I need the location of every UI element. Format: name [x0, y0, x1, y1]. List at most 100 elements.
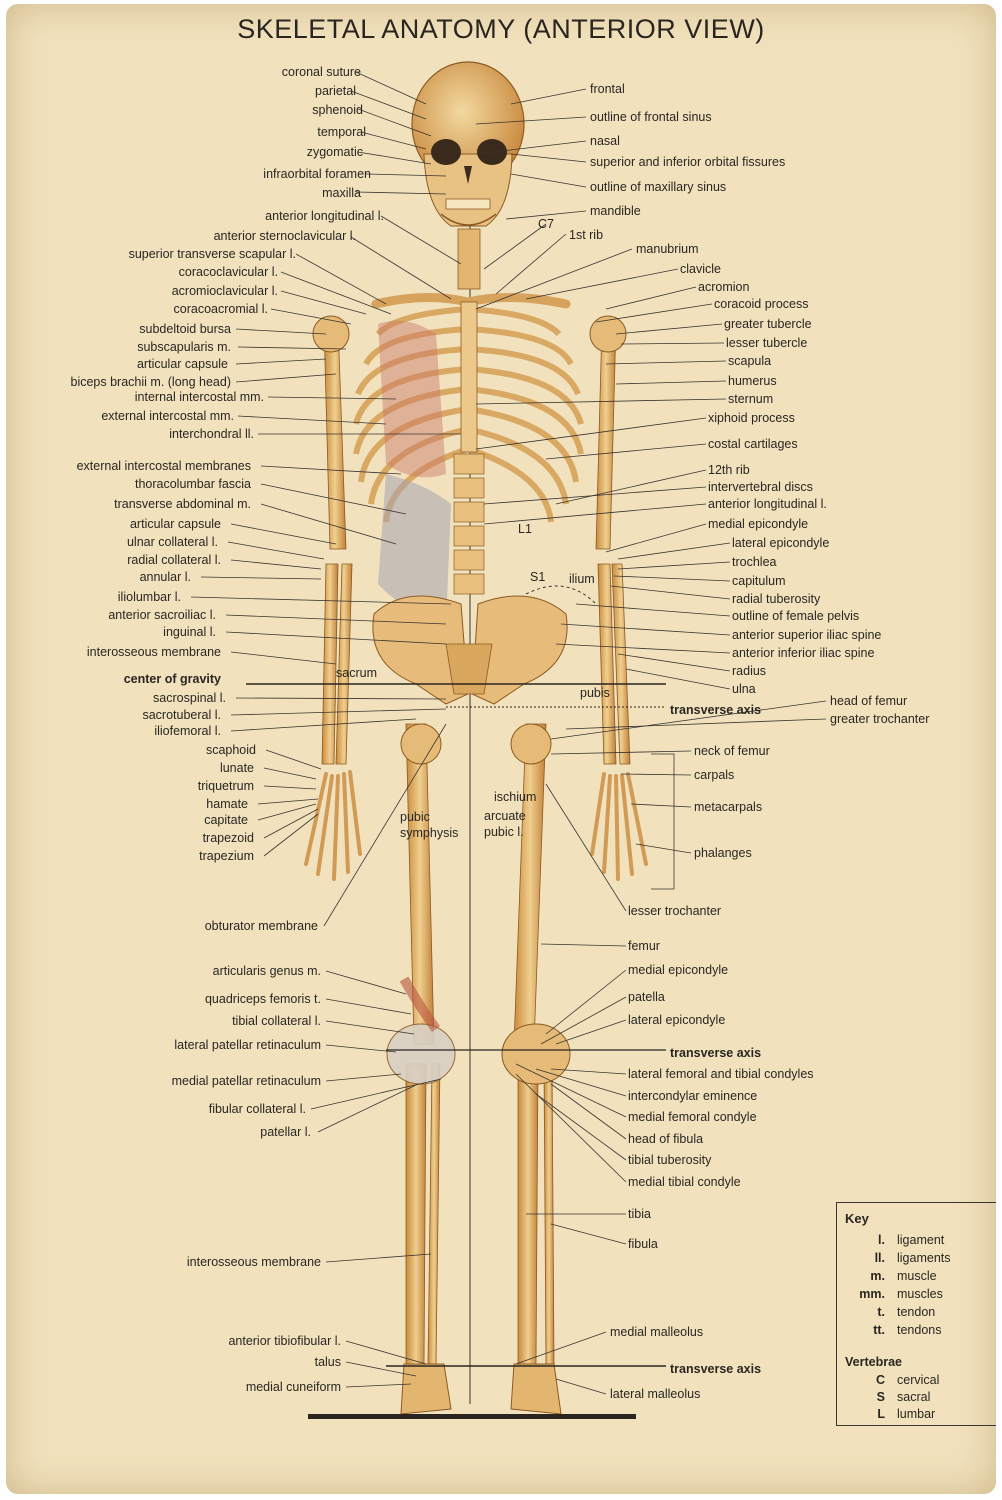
label-subscapularis: subscapularis m.: [137, 340, 231, 354]
key-entry: ll.ligaments: [874, 1251, 951, 1265]
label-thoracolumbar-fascia: thoracolumbar fascia: [134, 477, 251, 491]
label-acromion: acromion: [698, 280, 750, 294]
label-intervertebral-discs: intervertebral discs: [708, 480, 813, 494]
label-quadriceps-femoris: quadriceps femoris t.: [204, 992, 321, 1006]
label-scapula: scapula: [728, 354, 772, 368]
sternum: [460, 301, 478, 453]
key-entry: tt.tendons: [873, 1323, 942, 1337]
label-internal-intercostal: internal intercostal mm.: [134, 390, 264, 404]
label-transverse-axis-hip: transverse axis: [670, 703, 762, 717]
label-lesser-tubercle: lesser tubercle: [726, 336, 808, 350]
label-temporal: temporal: [317, 125, 366, 139]
label-coracoclavicular: coracoclavicular l.: [178, 265, 278, 279]
label-iliofemoral: iliofemoral l.: [154, 724, 221, 738]
label-radius: radius: [732, 664, 767, 678]
label-coracoacromial: coracoacromial l.: [173, 302, 268, 316]
label-zygomatic: zygomatic: [306, 145, 363, 159]
label-outline-maxillary-sinus: outline of maxillary sinus: [590, 180, 727, 194]
label-scaphoid: scaphoid: [205, 743, 256, 757]
label-patella: patella: [628, 990, 665, 1004]
label-costal-cartilages: costal cartilages: [708, 437, 798, 451]
label-medial-malleolus: medial malleolus: [610, 1325, 704, 1339]
label-capitate: capitate: [204, 813, 248, 827]
label-phalanges: phalanges: [694, 846, 752, 860]
label-orbital-fissures: superior and inferior orbital fissures: [590, 155, 786, 169]
label-greater-trochanter: greater trochanter: [830, 712, 930, 726]
label-medial-cuneiform: medial cuneiform: [245, 1380, 341, 1394]
label-ischium: ischium: [494, 790, 537, 804]
label-transverse-axis-ankle: transverse axis: [670, 1362, 762, 1376]
label-sphenoid: sphenoid: [312, 103, 363, 117]
skull: [411, 61, 525, 227]
key-entry: mm.muscles: [859, 1287, 943, 1301]
label-superior-transverse-scapular: superior transverse scapular l.: [128, 247, 296, 261]
cervical-spine: [457, 228, 481, 290]
right-knee: [501, 1023, 571, 1085]
label-interchondral: interchondral ll.: [169, 427, 254, 441]
label-fibula: fibula: [628, 1237, 658, 1251]
label-outline-frontal-sinus: outline of frontal sinus: [590, 110, 712, 124]
label-trochlea: trochlea: [732, 555, 777, 569]
label-frontal: frontal: [590, 82, 625, 96]
label-parietal: parietal: [315, 84, 356, 98]
label-trapezium: trapezium: [199, 849, 254, 863]
label-pubis: pubis: [580, 686, 610, 700]
label-nasal: nasal: [590, 134, 620, 148]
label-anterior-sacroiliac: anterior sacroiliac l.: [108, 608, 216, 622]
label-articularis-genus: articularis genus m.: [212, 964, 321, 978]
label-sacrotuberal: sacrotuberal l.: [142, 708, 221, 722]
membrane-overlay: [378, 474, 451, 624]
label-external-intercostal-mm: external intercostal mm.: [101, 409, 234, 423]
label-infraorbital-foramen: infraorbital foramen: [263, 167, 371, 181]
label-transverse-axis-knee: transverse axis: [670, 1046, 762, 1060]
hands: [304, 770, 648, 881]
label-medial-femoral-condyle: medial femoral condyle: [628, 1110, 757, 1124]
skeleton-illustration: [190, 61, 827, 1419]
label-greater-tubercle: greater tubercle: [724, 317, 812, 331]
label-lateral-malleolus: lateral malleolus: [610, 1387, 701, 1401]
label-maxilla: maxilla: [322, 186, 361, 200]
key-entry: m.muscle: [870, 1269, 937, 1283]
label-transverse-abdominal: transverse abdominal m.: [114, 497, 251, 511]
label-iliolumbar: iliolumbar l.: [117, 590, 181, 604]
label-medial-epicondyle-knee: medial epicondyle: [628, 963, 729, 977]
label-anterior-inferior-iliac: anterior inferior iliac spine: [732, 646, 875, 660]
label-pubic-symphysis: pubic symphysis: [400, 810, 459, 840]
label-arcuate-pubic: arcuate pubic l.: [484, 809, 526, 839]
leader-lines: [190, 71, 827, 1395]
label-obturator-membrane: obturator membrane: [204, 919, 318, 933]
label-neck-of-femur: neck of femur: [694, 744, 770, 758]
label-lateral-femoral-condyles: lateral femoral and tibial condyles: [628, 1067, 814, 1081]
label-articular-capsule-2: articular capsule: [129, 517, 221, 531]
key-title: Key: [845, 1211, 869, 1226]
label-lateral-patellar-retinaculum: lateral patellar retinaculum: [174, 1038, 321, 1052]
label-head-of-fibula: head of fibula: [628, 1132, 704, 1146]
label-sacrum: sacrum: [336, 666, 377, 680]
label-ulna: ulna: [732, 682, 756, 696]
label-subdeltoid-bursa: subdeltoid bursa: [139, 322, 231, 336]
label-lateral-epicondyle-knee: lateral epicondyle: [628, 1013, 726, 1027]
label-annular: annular l.: [139, 570, 191, 584]
label-outline-female-pelvis: outline of female pelvis: [732, 609, 860, 623]
label-medial-patellar-retinaculum: medial patellar retinaculum: [171, 1074, 321, 1088]
label-anterior-longitudinal: anterior longitudinal l.: [265, 209, 384, 223]
label-fibular-collateral: fibular collateral l.: [208, 1102, 306, 1116]
label-l1: L1: [518, 522, 532, 536]
label-intercondylar-eminence: intercondylar eminence: [628, 1089, 758, 1103]
label-coracoid-process: coracoid process: [714, 297, 809, 311]
label-c7: C7: [538, 217, 554, 231]
label-xiphoid-process: xiphoid process: [708, 411, 795, 425]
key-vertebrae-title: Vertebrae: [845, 1355, 902, 1369]
left-knee: [386, 1023, 456, 1085]
label-hamate: hamate: [206, 797, 248, 811]
label-twelfth-rib: 12th rib: [708, 463, 750, 477]
label-external-intercostal-membranes: external intercostal membranes: [76, 459, 251, 473]
label-s1: S1: [530, 570, 546, 584]
lumbar-spine: [453, 453, 485, 595]
label-carpals: carpals: [694, 768, 735, 782]
label-anterior-superior-iliac: anterior superior iliac spine: [732, 628, 882, 642]
label-radial-collateral: radial collateral l.: [127, 553, 221, 567]
label-talus: talus: [314, 1355, 341, 1369]
